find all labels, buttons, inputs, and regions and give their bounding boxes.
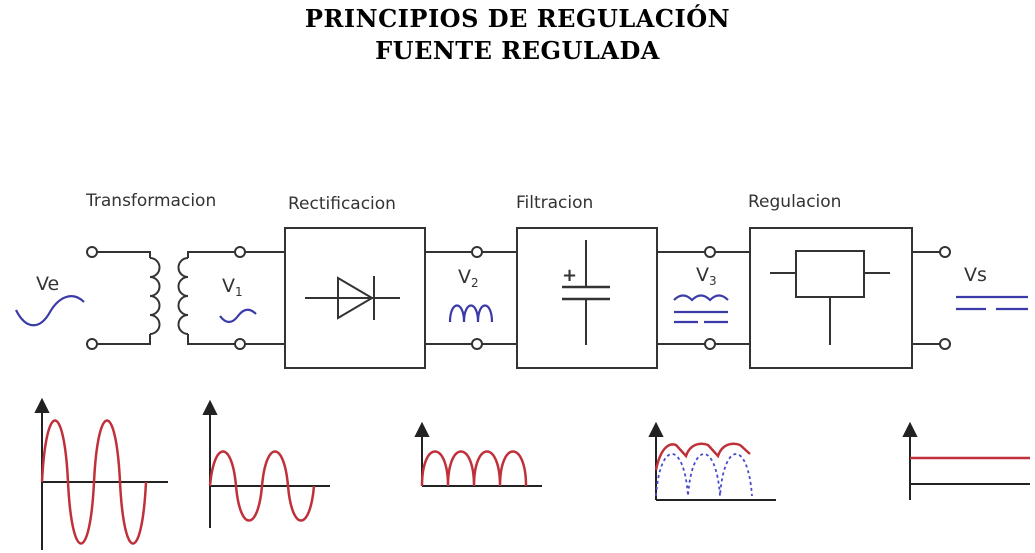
voltage-label-v1: V1	[222, 275, 243, 299]
voltage-label-v2: V2	[458, 266, 479, 290]
voltage-label-vs: Vs	[964, 264, 987, 286]
ve-sine-wave	[15, 295, 85, 327]
diode-icon	[305, 276, 400, 320]
regulator-block	[749, 227, 913, 369]
transformer-primary-coil	[149, 257, 161, 335]
v3-ripple-wave	[673, 294, 729, 302]
waveform-plot-v2	[414, 421, 542, 487]
waveform-plot-v3	[648, 421, 776, 501]
waveform-plot-ve	[34, 397, 168, 550]
v2-rectified-wave	[448, 304, 494, 323]
circuit-wiring	[86, 227, 951, 369]
regulator-icon	[770, 250, 890, 345]
output-terminal-bottom	[939, 338, 951, 350]
stage-label-regulacion: Regulacion	[748, 192, 841, 212]
waveform-plot-vs	[902, 421, 1030, 500]
voltage-label-v3: V3	[696, 264, 717, 288]
filter-block	[516, 227, 658, 369]
title-line-1: PRINCIPIOS DE REGULACIÓN	[304, 4, 731, 33]
input-terminal-top	[86, 246, 98, 258]
voltage-label-ve: Ve	[36, 273, 59, 295]
rectifier-block	[284, 227, 426, 369]
output-terminal-top	[939, 246, 951, 258]
transformer-secondary-coil	[177, 257, 189, 335]
capacitor-icon	[562, 240, 610, 345]
title-line-2: FUENTE REGULADA	[375, 36, 660, 65]
v1-sine-wave	[219, 308, 257, 324]
stage-label-transformacion: Transformacion	[85, 191, 216, 211]
stage-label-filtracion: Filtracion	[516, 193, 593, 213]
stage-label-rectificacion: Rectificacion	[288, 194, 396, 214]
capacitor-plus-sign: +	[562, 265, 577, 286]
waveform-plot-v1	[202, 399, 330, 528]
input-terminal-bottom	[86, 338, 98, 350]
